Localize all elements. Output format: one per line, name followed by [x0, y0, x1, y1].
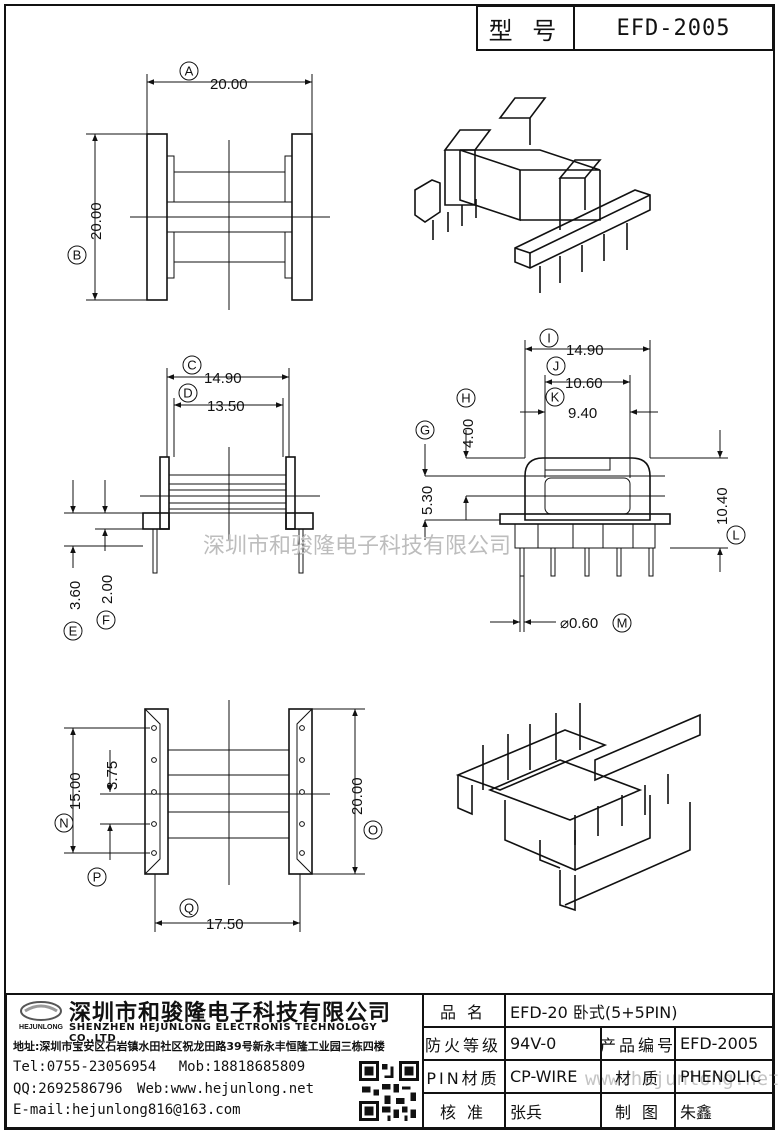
- balloon-g: G: [420, 423, 430, 438]
- contact-mob: Mob:18818685809: [178, 1059, 306, 1075]
- contact-web: Web:www.hejunlong.net: [137, 1081, 315, 1097]
- spec-name-label: 品 名: [422, 995, 504, 1028]
- dim-n-pitch: 3.75: [104, 761, 121, 790]
- spec-draw-value: 朱鑫: [674, 1094, 772, 1127]
- balloon-o: O: [368, 823, 378, 838]
- balloon-e: E: [69, 624, 78, 639]
- balloon-f: F: [102, 613, 110, 628]
- dim-m: ⌀0.60: [560, 615, 598, 632]
- drawing-frame: [4, 4, 775, 1130]
- spec-pin-value: CP-WIRE: [504, 1061, 600, 1094]
- spec-code-value: EFD-2005: [674, 1028, 772, 1061]
- spec-name-value: EFD-20 卧式(5+5PIN): [504, 995, 772, 1028]
- dim-n: 15.00: [67, 772, 84, 810]
- contact-tel: Tel:0755-23056954: [13, 1059, 157, 1075]
- dim-g: 5.30: [419, 486, 436, 515]
- watermark-url: www.hejunlong.net: [585, 1068, 779, 1090]
- dim-l: 10.40: [714, 487, 731, 525]
- title-block: HEJUNLONG 深圳市和骏隆电子科技有限公司 SHENZHEN HEJUNL…: [5, 993, 774, 1129]
- dim-b: 20.00: [88, 202, 105, 240]
- model-label: 型 号: [478, 7, 575, 49]
- qr-code: [359, 1061, 419, 1121]
- model-box: 型 号 EFD-2005: [476, 5, 774, 51]
- balloon-d: D: [183, 386, 192, 401]
- company-address: 地址:深圳市宝安区石岩镇水田社区祝龙田路39号新永丰恒隆工业园三栋四楼: [13, 1040, 385, 1053]
- balloon-j: J: [553, 359, 560, 374]
- spec-fire-label: 防火等级: [422, 1028, 504, 1061]
- balloon-a: A: [185, 64, 194, 79]
- balloon-k: K: [551, 390, 560, 405]
- dim-a: 20.00: [210, 76, 248, 93]
- balloon-m: M: [617, 616, 628, 631]
- dim-h: 4.00: [460, 419, 477, 448]
- dim-f: 2.00: [99, 575, 116, 604]
- spec-table: 品 名 EFD-20 卧式(5+5PIN) 防火等级 94V-0 产品编号 EF…: [422, 995, 772, 1127]
- watermark-company: 深圳市和骏隆电子科技有限公司: [203, 534, 511, 559]
- spec-material-value: PHENOLIC: [674, 1061, 772, 1094]
- contact-qq: QQ:2692586796: [13, 1081, 123, 1097]
- spec-draw-label: 制 图: [600, 1094, 674, 1127]
- front-view: [64, 368, 320, 574]
- dim-i: 14.90: [566, 342, 604, 359]
- spec-code-label: 产品编号: [600, 1028, 674, 1061]
- company-name-cn: 深圳市和骏隆电子科技有限公司: [69, 1001, 392, 1026]
- dimension-balloons: [54, 61, 746, 918]
- top-view: [86, 74, 330, 310]
- contact-email: E-mail:hejunlong816@163.com: [13, 1102, 241, 1118]
- spec-check-label: 核 准: [439, 1102, 487, 1122]
- dim-e: 3.60: [67, 581, 84, 610]
- company-info: HEJUNLONG 深圳市和骏隆电子科技有限公司 SHENZHEN HEJUNL…: [7, 995, 424, 1127]
- dim-q: 17.50: [206, 916, 244, 933]
- company-name-en: SHENZHEN HEJUNLONG ELECTRONIS TECHNOLOGY…: [69, 1022, 378, 1044]
- balloon-i: I: [547, 331, 551, 346]
- dim-d: 13.50: [207, 398, 245, 415]
- isometric-view-bottom: [455, 703, 701, 912]
- dim-j: 10.60: [565, 375, 603, 392]
- dim-k: 9.40: [568, 405, 597, 422]
- balloon-h: H: [461, 391, 470, 406]
- spec-pin-label: PIN材质: [422, 1061, 504, 1094]
- svg-text:HEJUNLONG: HEJUNLONG: [19, 1024, 64, 1031]
- contact-phone-row: Tel:0755-23056954 Mob:18818685809: [13, 1059, 305, 1075]
- dim-c: 14.90: [204, 370, 242, 387]
- balloon-c: C: [187, 358, 196, 373]
- balloon-n: N: [59, 816, 68, 831]
- balloon-b: B: [73, 248, 82, 263]
- isometric-view-top: [414, 97, 651, 293]
- spec-fire-value: 94V-0: [504, 1028, 600, 1061]
- spec-material-label: 材 质: [600, 1061, 674, 1094]
- balloon-l: L: [732, 528, 739, 543]
- bottom-view: [64, 700, 365, 932]
- model-value: EFD-2005: [616, 15, 731, 41]
- contact-web-row: QQ:2692586796 Web:www.hejunlong.net: [13, 1081, 314, 1097]
- side-view: [422, 340, 728, 632]
- dim-o: 20.00: [349, 777, 366, 815]
- spec-check-value: 张兵: [504, 1094, 600, 1127]
- balloon-p: P: [93, 870, 102, 885]
- company-logo: HEJUNLONG: [19, 1001, 64, 1031]
- balloon-q: Q: [184, 901, 194, 916]
